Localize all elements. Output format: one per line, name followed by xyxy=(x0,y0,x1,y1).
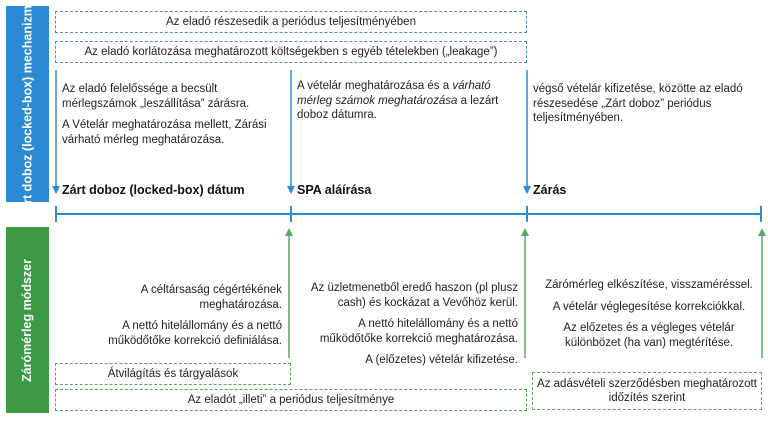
arrow-up-2-head xyxy=(521,228,529,236)
milestone-spa-signing: SPA aláírása xyxy=(297,183,372,197)
locked-box-col1-p1: Az eladó felelőssége a becsült mérlegszá… xyxy=(62,83,250,110)
arrow-up-3-head xyxy=(758,228,766,236)
closing-col3: Zárómérleg elkészítése, visszaméréssel. … xyxy=(540,278,758,357)
locked-box-col3: végső vételár kifizetése, közötte az ela… xyxy=(533,83,743,124)
leakage-box: Az eladó korlátozása meghatározott költs… xyxy=(55,41,527,63)
milestone-closing: Zárás xyxy=(533,183,567,197)
closing-col2-p2: A nettó hitelállomány és a nettó működőt… xyxy=(319,318,518,345)
closing-accounts-band: Zárómérleg módszer xyxy=(6,227,49,413)
closing-col1-p1: A céltársaság cégértékének meghatározása… xyxy=(140,284,282,311)
closing-col2-p3: A (előzetes) vételár kifizetése. xyxy=(365,354,518,366)
closing-accounts-band-label: Zárómérleg módszer xyxy=(20,258,34,382)
locked-box-band-label: Zárt doboz (locked-box) mechanizmus xyxy=(20,0,34,218)
locked-box-col1-p2: A Vételár meghatározása mellett, Zárási … xyxy=(62,119,267,146)
locked-box-band: Zárt doboz (locked-box) mechanizmus xyxy=(6,0,49,218)
seller-share-box: Az eladó részesedik a periódus teljesítm… xyxy=(55,11,527,33)
locked-box-col1: Az eladó felelőssége a becsült mérlegszá… xyxy=(62,82,284,154)
locked-box-col2-em: várható mérleg számok meghatározása xyxy=(297,80,491,107)
arrow-down-spa-head xyxy=(287,186,295,194)
closing-col3-p2: A vételár véglegesítése korrekciókkal. xyxy=(552,300,746,313)
closing-col2-p1: Az üzletmenetből eredő haszon (pl plusz … xyxy=(310,282,518,309)
closing-col1: A céltársaság cégértékének meghatározása… xyxy=(96,283,282,355)
due-diligence-box: Átvilágítás és tárgyalások xyxy=(55,363,291,385)
locked-box-col2: A vételár meghatározása és a várható mér… xyxy=(297,79,519,123)
closing-col1-p2: A nettó hitelállomány és a nettó működőt… xyxy=(108,320,282,347)
closing-col3-p3: Az előzetes és a végleges vételár különb… xyxy=(563,322,735,349)
seller-entitled-box: Az eladót „illeti” a periódus teljesítmé… xyxy=(55,389,527,411)
arrow-down-locked-box-date-head xyxy=(52,186,60,194)
arrow-down-closing-head xyxy=(523,186,531,194)
milestone-locked-box-date: Zárt doboz (locked-box) dátum xyxy=(62,183,245,197)
timing-box: Az adásvételi szerződésben meghatározott… xyxy=(532,372,762,410)
closing-col2: Az üzletmenetből eredő haszon (pl plusz … xyxy=(300,281,518,375)
closing-col3-p1: Zárómérleg elkészítése, visszaméréssel. xyxy=(545,279,753,291)
locked-box-col2-tail: a lezárt doboz dátumra. xyxy=(297,94,499,122)
arrow-up-1-head xyxy=(285,228,293,236)
locked-box-col2-lead: A vételár meghatározása és a xyxy=(297,80,453,92)
